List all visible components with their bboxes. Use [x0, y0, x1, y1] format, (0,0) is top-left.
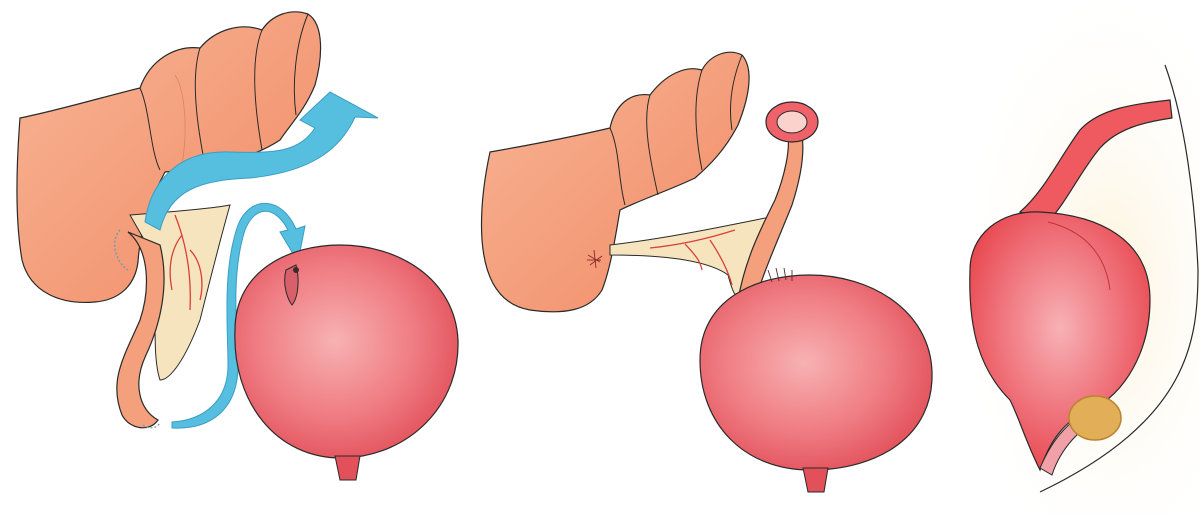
panel-appendix-transposition [0, 0, 470, 515]
panel-bladder-sagittal [940, 0, 1200, 515]
transposition-arrow [144, 91, 379, 231]
bladder-suture [767, 267, 793, 283]
abdominal-wall [1039, 64, 1199, 493]
catheterizable-channel [1018, 99, 1173, 223]
appendix [116, 231, 165, 429]
colon [16, 11, 322, 304]
bladder-neck [334, 455, 361, 481]
bladder [699, 274, 933, 471]
bladder [234, 244, 459, 459]
bladder-neck [802, 467, 829, 493]
caecum-suture [587, 249, 603, 269]
panel-appendix-stoma [470, 0, 960, 515]
bladder-stone [1068, 395, 1122, 441]
colon [480, 51, 750, 313]
bladder-incision [284, 264, 299, 306]
